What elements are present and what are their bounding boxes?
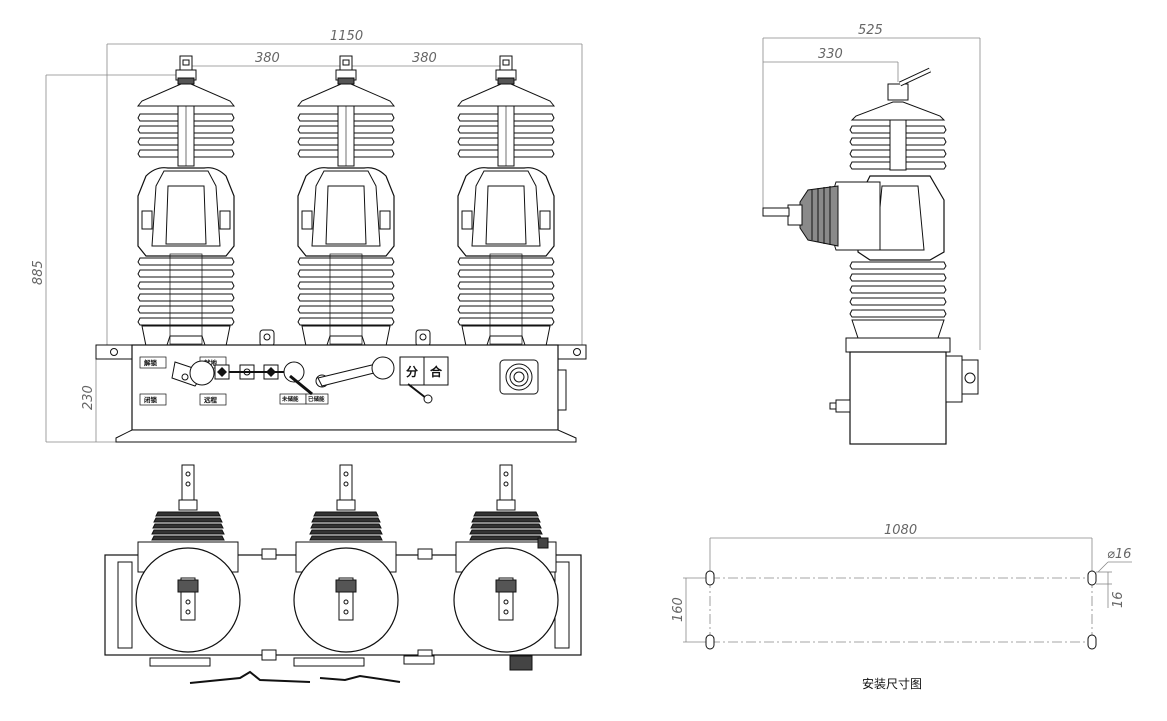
side-pitch-dim: 330 <box>818 47 843 62</box>
mount-hole-br <box>1087 634 1097 650</box>
mount-length-dim: 1080 <box>884 523 917 538</box>
mount-width-dim: 160 <box>671 597 686 622</box>
label-local: 就地 <box>204 358 218 367</box>
front-view: 1150 380 380 885 230 解锁 就地 闭锁 <box>31 29 587 443</box>
front-pole-c <box>458 56 554 348</box>
hole-diameter-dim: ⌀16 <box>1107 547 1131 562</box>
front-height-dim: 885 <box>31 260 46 285</box>
mount-hole-bl <box>705 634 715 650</box>
label-not-stored: 未储能 <box>281 395 299 403</box>
label-stored: 已储能 <box>308 395 325 403</box>
front-pitch-right-dim: 380 <box>412 51 437 66</box>
mount-hole-tr <box>1087 570 1097 586</box>
mounting-caption: 安装尺寸图 <box>862 676 922 691</box>
front-pole-b <box>298 56 394 348</box>
front-pole-a <box>138 56 234 348</box>
side-width-dim: 525 <box>858 23 883 38</box>
mount-hole-tl <box>705 570 715 586</box>
base-height-dim: 230 <box>81 385 96 410</box>
bottom-pole-c <box>453 464 559 653</box>
slot-size-dim: 16 <box>1111 591 1126 608</box>
bottom-pole-b <box>293 464 399 653</box>
label-remote: 远程 <box>204 395 218 404</box>
control-panel: 解锁 就地 闭锁 远程 未储能 已储能 <box>139 356 539 406</box>
label-close: 合 <box>430 364 443 379</box>
front-pitch-left-dim: 380 <box>255 51 280 66</box>
mounting-plan: 1080 160 ⌀16 16 安装尺寸图 <box>671 523 1132 691</box>
bottom-view <box>104 464 582 684</box>
label-open: 分 <box>406 364 418 379</box>
label-unlock: 解锁 <box>144 358 158 367</box>
label-lock: 闭锁 <box>144 395 158 404</box>
front-width-dim: 1150 <box>330 29 363 44</box>
bottom-pole-a <box>135 464 241 653</box>
side-dimension-lines <box>762 37 981 350</box>
side-view: 525 330 <box>762 23 981 445</box>
